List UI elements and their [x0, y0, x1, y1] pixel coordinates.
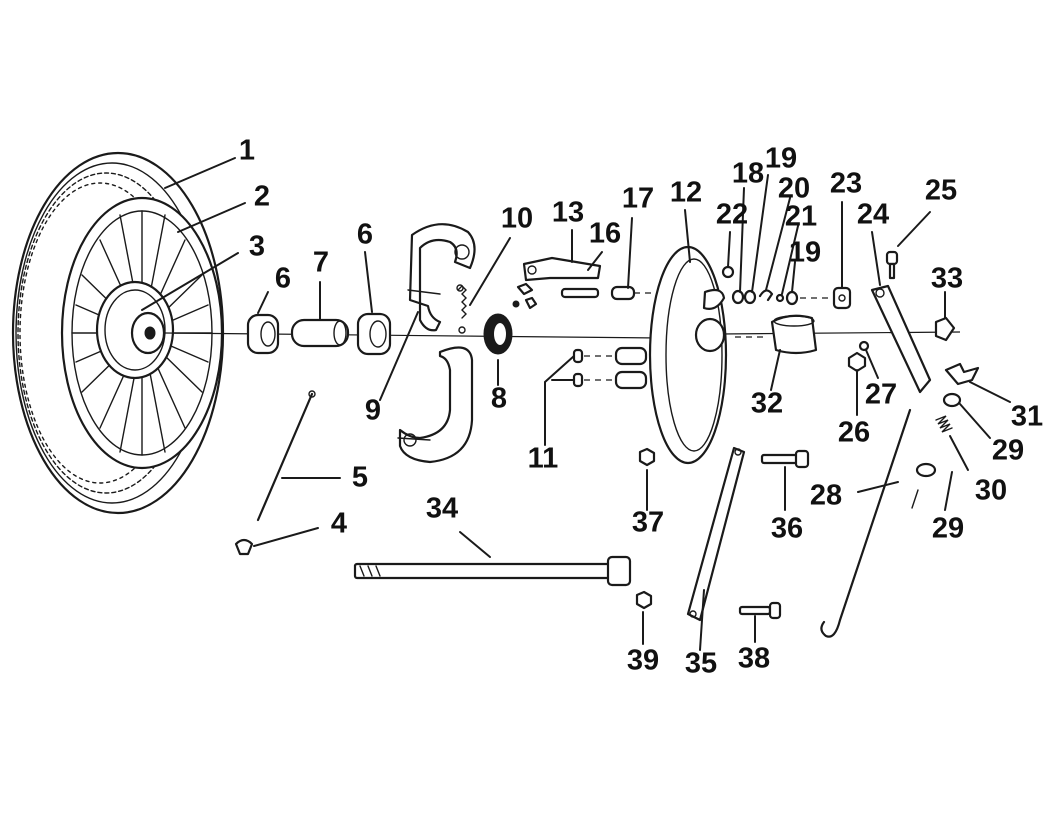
nuts-26-27 — [847, 340, 870, 373]
callout-6-right: 6 — [357, 219, 373, 251]
cam-bushing — [610, 285, 660, 301]
shoe-return-spring — [456, 284, 467, 334]
adjuster-block — [832, 286, 852, 310]
hub — [95, 280, 175, 380]
callout-18: 18 — [732, 158, 764, 190]
spring-washers-29-30 — [911, 392, 962, 509]
clutch-drum — [735, 314, 818, 355]
brake-shoe-lower — [397, 346, 474, 464]
callout-17: 17 — [622, 183, 654, 215]
callout-29-upper: 29 — [992, 435, 1024, 467]
spoke — [256, 390, 316, 522]
callout-32: 32 — [751, 388, 783, 420]
callout-labels: 1 2 3 6 7 6 5 4 9 8 10 11 13 16 17 12 22… — [239, 135, 1043, 680]
arm-bolt — [885, 250, 899, 280]
callout-11: 11 — [528, 443, 559, 475]
callout-5: 5 — [352, 462, 368, 494]
bearing-left — [246, 313, 280, 355]
callout-10: 10 — [501, 203, 533, 235]
callout-26: 26 — [838, 417, 870, 449]
studs — [572, 348, 614, 388]
clevis-33 — [934, 316, 956, 342]
callout-4: 4 — [331, 508, 347, 540]
nut-37 — [638, 447, 656, 467]
callout-37: 37 — [632, 507, 664, 539]
callout-39: 39 — [627, 645, 659, 677]
brake-cam-lever — [522, 256, 602, 282]
leader-lines — [141, 157, 1011, 651]
bolt-36 — [760, 449, 810, 469]
axle-spacer — [290, 318, 350, 348]
callout-33: 33 — [931, 263, 963, 295]
spoke-nipple — [234, 538, 254, 556]
callout-13: 13 — [552, 197, 584, 229]
callout-9: 9 — [365, 395, 381, 427]
axle-centerline-right — [719, 331, 961, 335]
callout-30: 30 — [975, 475, 1007, 507]
washers-row — [721, 265, 828, 306]
brake-shoe-upper — [407, 223, 476, 332]
callout-6-left: 6 — [275, 263, 291, 295]
brake-rod — [820, 408, 912, 638]
callout-22: 22 — [716, 199, 748, 231]
nut-39 — [635, 590, 653, 610]
callout-16: 16 — [589, 218, 621, 250]
rear-axle — [353, 555, 632, 587]
cam-pin — [560, 287, 600, 299]
oil-seal — [483, 313, 513, 355]
bolt-38 — [738, 601, 782, 620]
callout-2: 2 — [254, 181, 270, 213]
callout-31: 31 — [1011, 401, 1043, 433]
callout-35: 35 — [685, 648, 717, 680]
callout-38: 38 — [738, 643, 770, 675]
callout-28: 28 — [810, 480, 842, 512]
callout-24: 24 — [857, 199, 889, 231]
callout-27: 27 — [865, 379, 897, 411]
callout-12: 12 — [670, 177, 702, 209]
wing-nut-31 — [944, 362, 980, 386]
callout-19-top: 19 — [765, 143, 797, 175]
callout-20: 20 — [778, 173, 810, 205]
axle-centerline — [164, 332, 661, 339]
callout-3: 3 — [249, 231, 265, 263]
small-fasteners — [512, 282, 538, 310]
bearing-right — [356, 312, 392, 356]
brake-backing-plate — [614, 245, 728, 465]
brake-arm — [870, 284, 932, 394]
torque-arm — [686, 446, 746, 622]
callout-21: 21 — [785, 201, 817, 233]
callout-34: 34 — [426, 493, 458, 525]
callout-23: 23 — [830, 168, 862, 200]
callout-7: 7 — [313, 247, 329, 279]
callout-8: 8 — [491, 383, 507, 415]
callout-1: 1 — [239, 135, 255, 167]
wheel-assembly — [11, 151, 225, 515]
callout-25: 25 — [925, 175, 957, 207]
callout-36: 36 — [771, 513, 803, 545]
callout-19-lower: 19 — [789, 237, 821, 269]
callout-29-lower: 29 — [932, 513, 964, 545]
